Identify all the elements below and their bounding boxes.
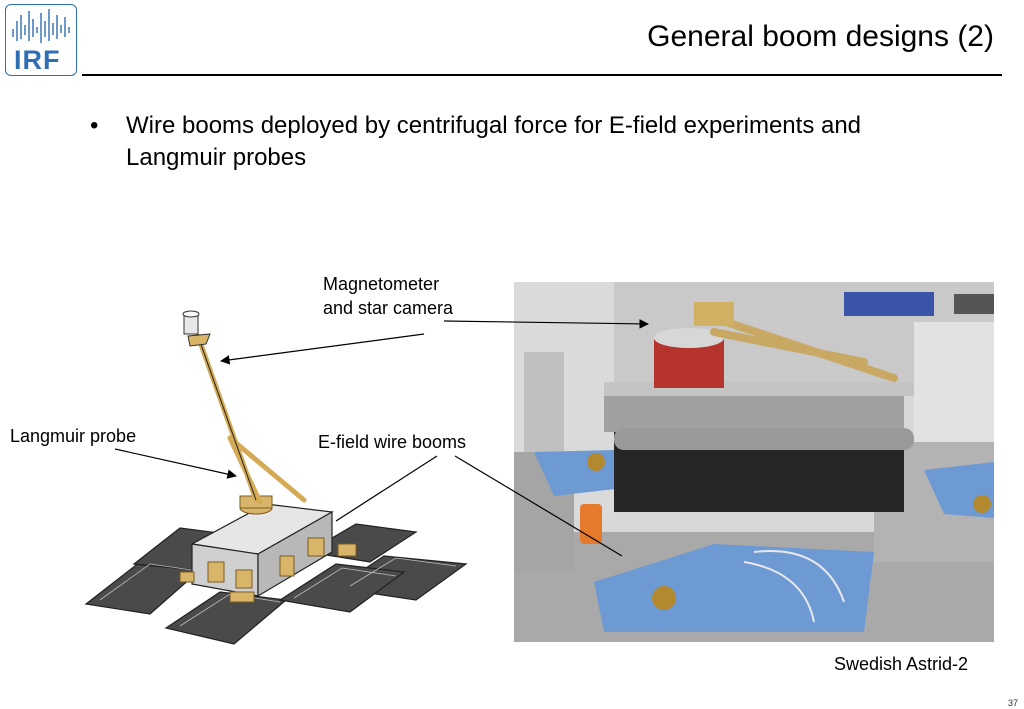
photo-caption: Swedish Astrid-2: [834, 654, 969, 674]
logo-text: IRF: [14, 45, 61, 75]
solar-panel-front: [164, 563, 406, 645]
waveform-icon: [12, 9, 70, 43]
bullet-marker: •: [90, 112, 99, 139]
title-divider: [82, 74, 1002, 76]
magnetometer-label-line2: and star camera: [323, 298, 454, 318]
bullet-text: Wire booms deployed by centrifugal force…: [126, 112, 862, 171]
efield-label: E-field wire booms: [318, 432, 467, 452]
page-title: General boom designs (2): [647, 20, 994, 53]
magnetometer-label-line1: Magnetometer: [323, 274, 440, 294]
magnetometer-sensor: [182, 310, 211, 347]
spacecraft-diagram: [84, 310, 468, 645]
astrid-2-photo: [514, 282, 994, 642]
langmuir-label: Langmuir probe: [10, 426, 137, 446]
irf-logo: IRF: [5, 4, 77, 76]
magnetometer-label: Magnetometer and star camera: [323, 272, 453, 320]
slide-number: 37: [1007, 698, 1018, 708]
